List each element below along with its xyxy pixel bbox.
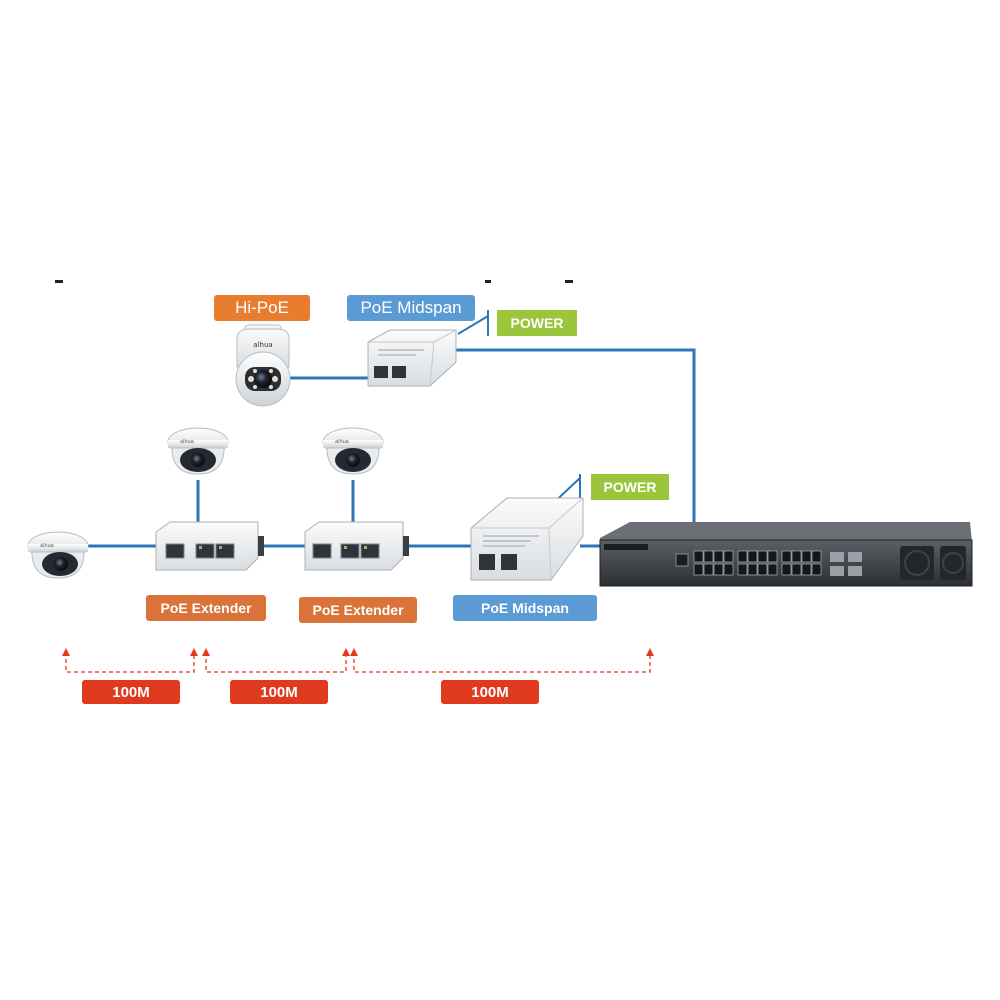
distance-label-2: 100M [230, 680, 328, 704]
poe-extender-label-2: PoE Extender [299, 597, 417, 623]
switch-port [723, 563, 734, 576]
distance-markers [65, 652, 651, 673]
switch-port [811, 550, 822, 563]
switch-port [757, 550, 768, 563]
poe-extender-icon [304, 521, 409, 571]
dome-camera-icon: alhua [27, 531, 89, 579]
switch-port [757, 563, 768, 576]
switch-port [723, 550, 734, 563]
poe-extender-icon [155, 521, 264, 571]
switch-port [747, 550, 758, 563]
poe-switch-icon [599, 522, 973, 587]
switch-port [713, 563, 724, 576]
poe-midspan-top-label: PoE Midspan [347, 295, 475, 321]
switch-port [737, 550, 748, 563]
switch-port [703, 563, 714, 576]
dome-camera-icon: alhua [322, 427, 384, 475]
switch-port [801, 563, 812, 576]
distance-line-2 [205, 652, 347, 673]
arrow-head [62, 648, 70, 656]
arrow-head [342, 648, 350, 656]
dome-camera-icon: alhua [167, 427, 229, 475]
switch-port [801, 550, 812, 563]
switch-port [693, 550, 704, 563]
ptz-camera-icon: alhua [235, 324, 291, 407]
distance-line-1 [65, 652, 195, 673]
switch-port [791, 563, 802, 576]
power-top-label: POWER [497, 310, 577, 336]
hi-poe-label: Hi-PoE [214, 295, 310, 321]
svg-text:alhua: alhua [180, 439, 194, 445]
switch-port [781, 550, 792, 563]
switch-port [713, 550, 724, 563]
switch-port [747, 563, 758, 576]
distance-label-3: 100M [441, 680, 539, 704]
cable-midspan-switch-top [455, 348, 696, 528]
cropped-text-fragment [55, 268, 575, 286]
distance-arrowheads [62, 648, 654, 656]
poe-extender-label-1: PoE Extender [146, 595, 266, 621]
poe-midspan-icon [367, 329, 457, 387]
svg-text:alhua: alhua [335, 439, 349, 445]
switch-port [781, 563, 792, 576]
distance-line-3 [353, 652, 651, 673]
poe-midspan-bottom-label: PoE Midspan [453, 595, 597, 621]
switch-port [767, 550, 778, 563]
switch-port [791, 550, 802, 563]
switch-port [693, 563, 704, 576]
arrow-head [646, 648, 654, 656]
switch-port [811, 563, 822, 576]
network-cables [88, 348, 696, 548]
switch-port [737, 563, 748, 576]
power-wires [457, 310, 581, 509]
switch-port [767, 563, 778, 576]
arrow-head [190, 648, 198, 656]
distance-label-1: 100M [82, 680, 180, 704]
arrow-head [202, 648, 210, 656]
switch-port [703, 550, 714, 563]
power-mid-label: POWER [591, 474, 669, 500]
arrow-head [350, 648, 358, 656]
poe-midspan-icon [470, 497, 584, 581]
svg-text:alhua: alhua [40, 543, 54, 549]
svg-text:alhua: alhua [253, 341, 272, 349]
